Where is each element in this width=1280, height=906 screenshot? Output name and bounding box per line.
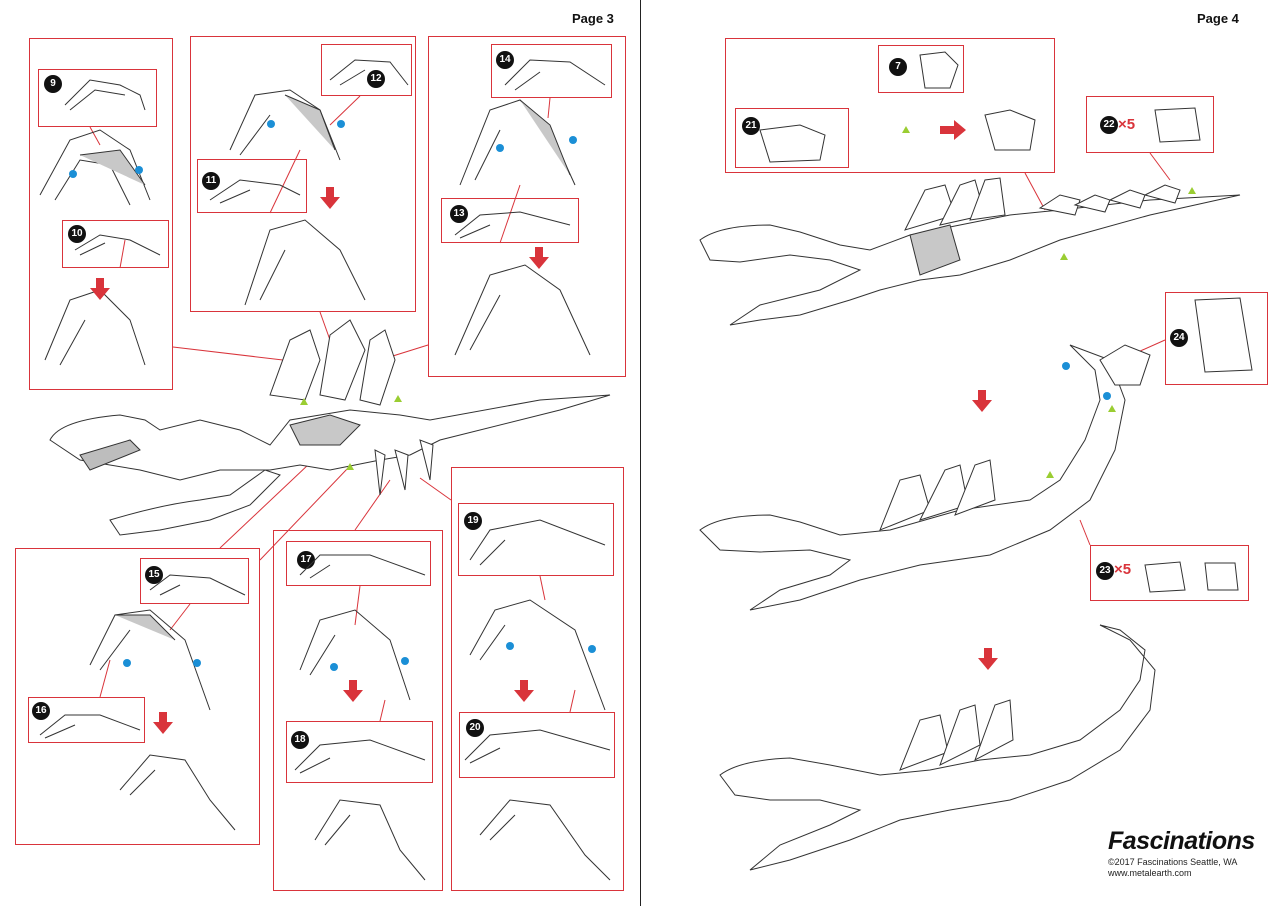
callout-box-steps-13-14 [428, 36, 626, 377]
leader-line [547, 97, 551, 119]
detail-box-step-21 [735, 108, 849, 168]
part-24 [1194, 297, 1253, 373]
step-badge-11: 11 [202, 172, 220, 190]
detail-box-step-16 [28, 697, 145, 743]
leader-line [379, 699, 386, 722]
callout-box-steps-11-12 [190, 36, 416, 312]
leader-line [169, 603, 191, 631]
callout-box-steps-15-16 [15, 548, 260, 845]
detail-box-step-18 [286, 721, 433, 783]
step-badge-9: 9 [44, 75, 62, 93]
detail-box-step-9 [38, 69, 157, 127]
callout-box-steps-7-21 [725, 38, 1055, 173]
brand-block: Fascinations ©2017 Fascinations Seattle,… [1108, 827, 1273, 878]
leader-line [319, 311, 331, 341]
step-badge-10: 10 [68, 225, 86, 243]
part-head-assembled [984, 109, 1036, 151]
leader-line [1149, 152, 1171, 181]
callout-box-steps-17-18 [273, 530, 443, 891]
step-badge-7: 7 [889, 58, 907, 76]
step-badge-14: 14 [496, 51, 514, 69]
detail-box-step-11 [197, 159, 307, 213]
callout-box-step-23 [1090, 545, 1249, 601]
page-divider [640, 0, 641, 906]
step-badge-22: 22 [1100, 116, 1118, 134]
multiplier-step-22: ×5 [1118, 116, 1136, 133]
multiplier-step-23: ×5 [1114, 561, 1132, 578]
step-badge-21: 21 [742, 117, 760, 135]
part-22 [1154, 107, 1201, 143]
part-7 [919, 51, 959, 89]
part-23b [1204, 562, 1239, 591]
step-badge-24: 24 [1170, 329, 1188, 347]
leader-line [329, 95, 361, 126]
detail-box-step-14 [491, 44, 612, 98]
leader-line [119, 239, 126, 269]
detail-box-step-7 [878, 45, 964, 93]
step-badge-20: 20 [466, 719, 484, 737]
callout-box-step-22 [1086, 96, 1214, 153]
detail-box-step-20 [459, 712, 615, 778]
step-badge-23: 23 [1096, 562, 1114, 580]
detail-box-step-19 [458, 503, 614, 576]
step-badge-15: 15 [145, 566, 163, 584]
leader-line [1079, 519, 1091, 546]
callout-box-steps-9-10 [29, 38, 173, 390]
part-21 [759, 124, 826, 163]
leader-line [539, 575, 546, 601]
callout-box-steps-19-20 [451, 467, 624, 891]
step-badge-12: 12 [367, 70, 385, 88]
page-number-4: Page 4 [1197, 11, 1239, 26]
step-badge-13: 13 [450, 205, 468, 223]
leader-line [569, 689, 576, 713]
detail-box-step-17 [286, 541, 431, 586]
detail-box-step-12 [321, 44, 412, 96]
step-badge-18: 18 [291, 731, 309, 749]
detail-box-step-13 [441, 198, 579, 243]
detail-box-step-10 [62, 220, 169, 268]
leader-line [172, 346, 301, 363]
brand-logo: Fascinations [1108, 827, 1255, 855]
leader-line [354, 479, 391, 531]
callout-box-step-24 [1165, 292, 1268, 385]
leader-line [419, 477, 452, 501]
leader-line [354, 585, 361, 626]
step-badge-19: 19 [464, 512, 482, 530]
website-url[interactable]: www.metalearth.com [1108, 868, 1192, 878]
leader-line [89, 126, 101, 146]
page-number-3: Page 3 [572, 11, 614, 26]
leader-line [499, 184, 521, 244]
detail-box-step-15 [140, 558, 249, 604]
part-23a [1144, 561, 1186, 593]
leader-line [99, 659, 111, 698]
step-badge-16: 16 [32, 702, 50, 720]
copyright-text: ©2017 Fascinations Seattle, WA [1108, 857, 1238, 867]
leader-line [1024, 172, 1046, 211]
leader-line [269, 149, 301, 214]
